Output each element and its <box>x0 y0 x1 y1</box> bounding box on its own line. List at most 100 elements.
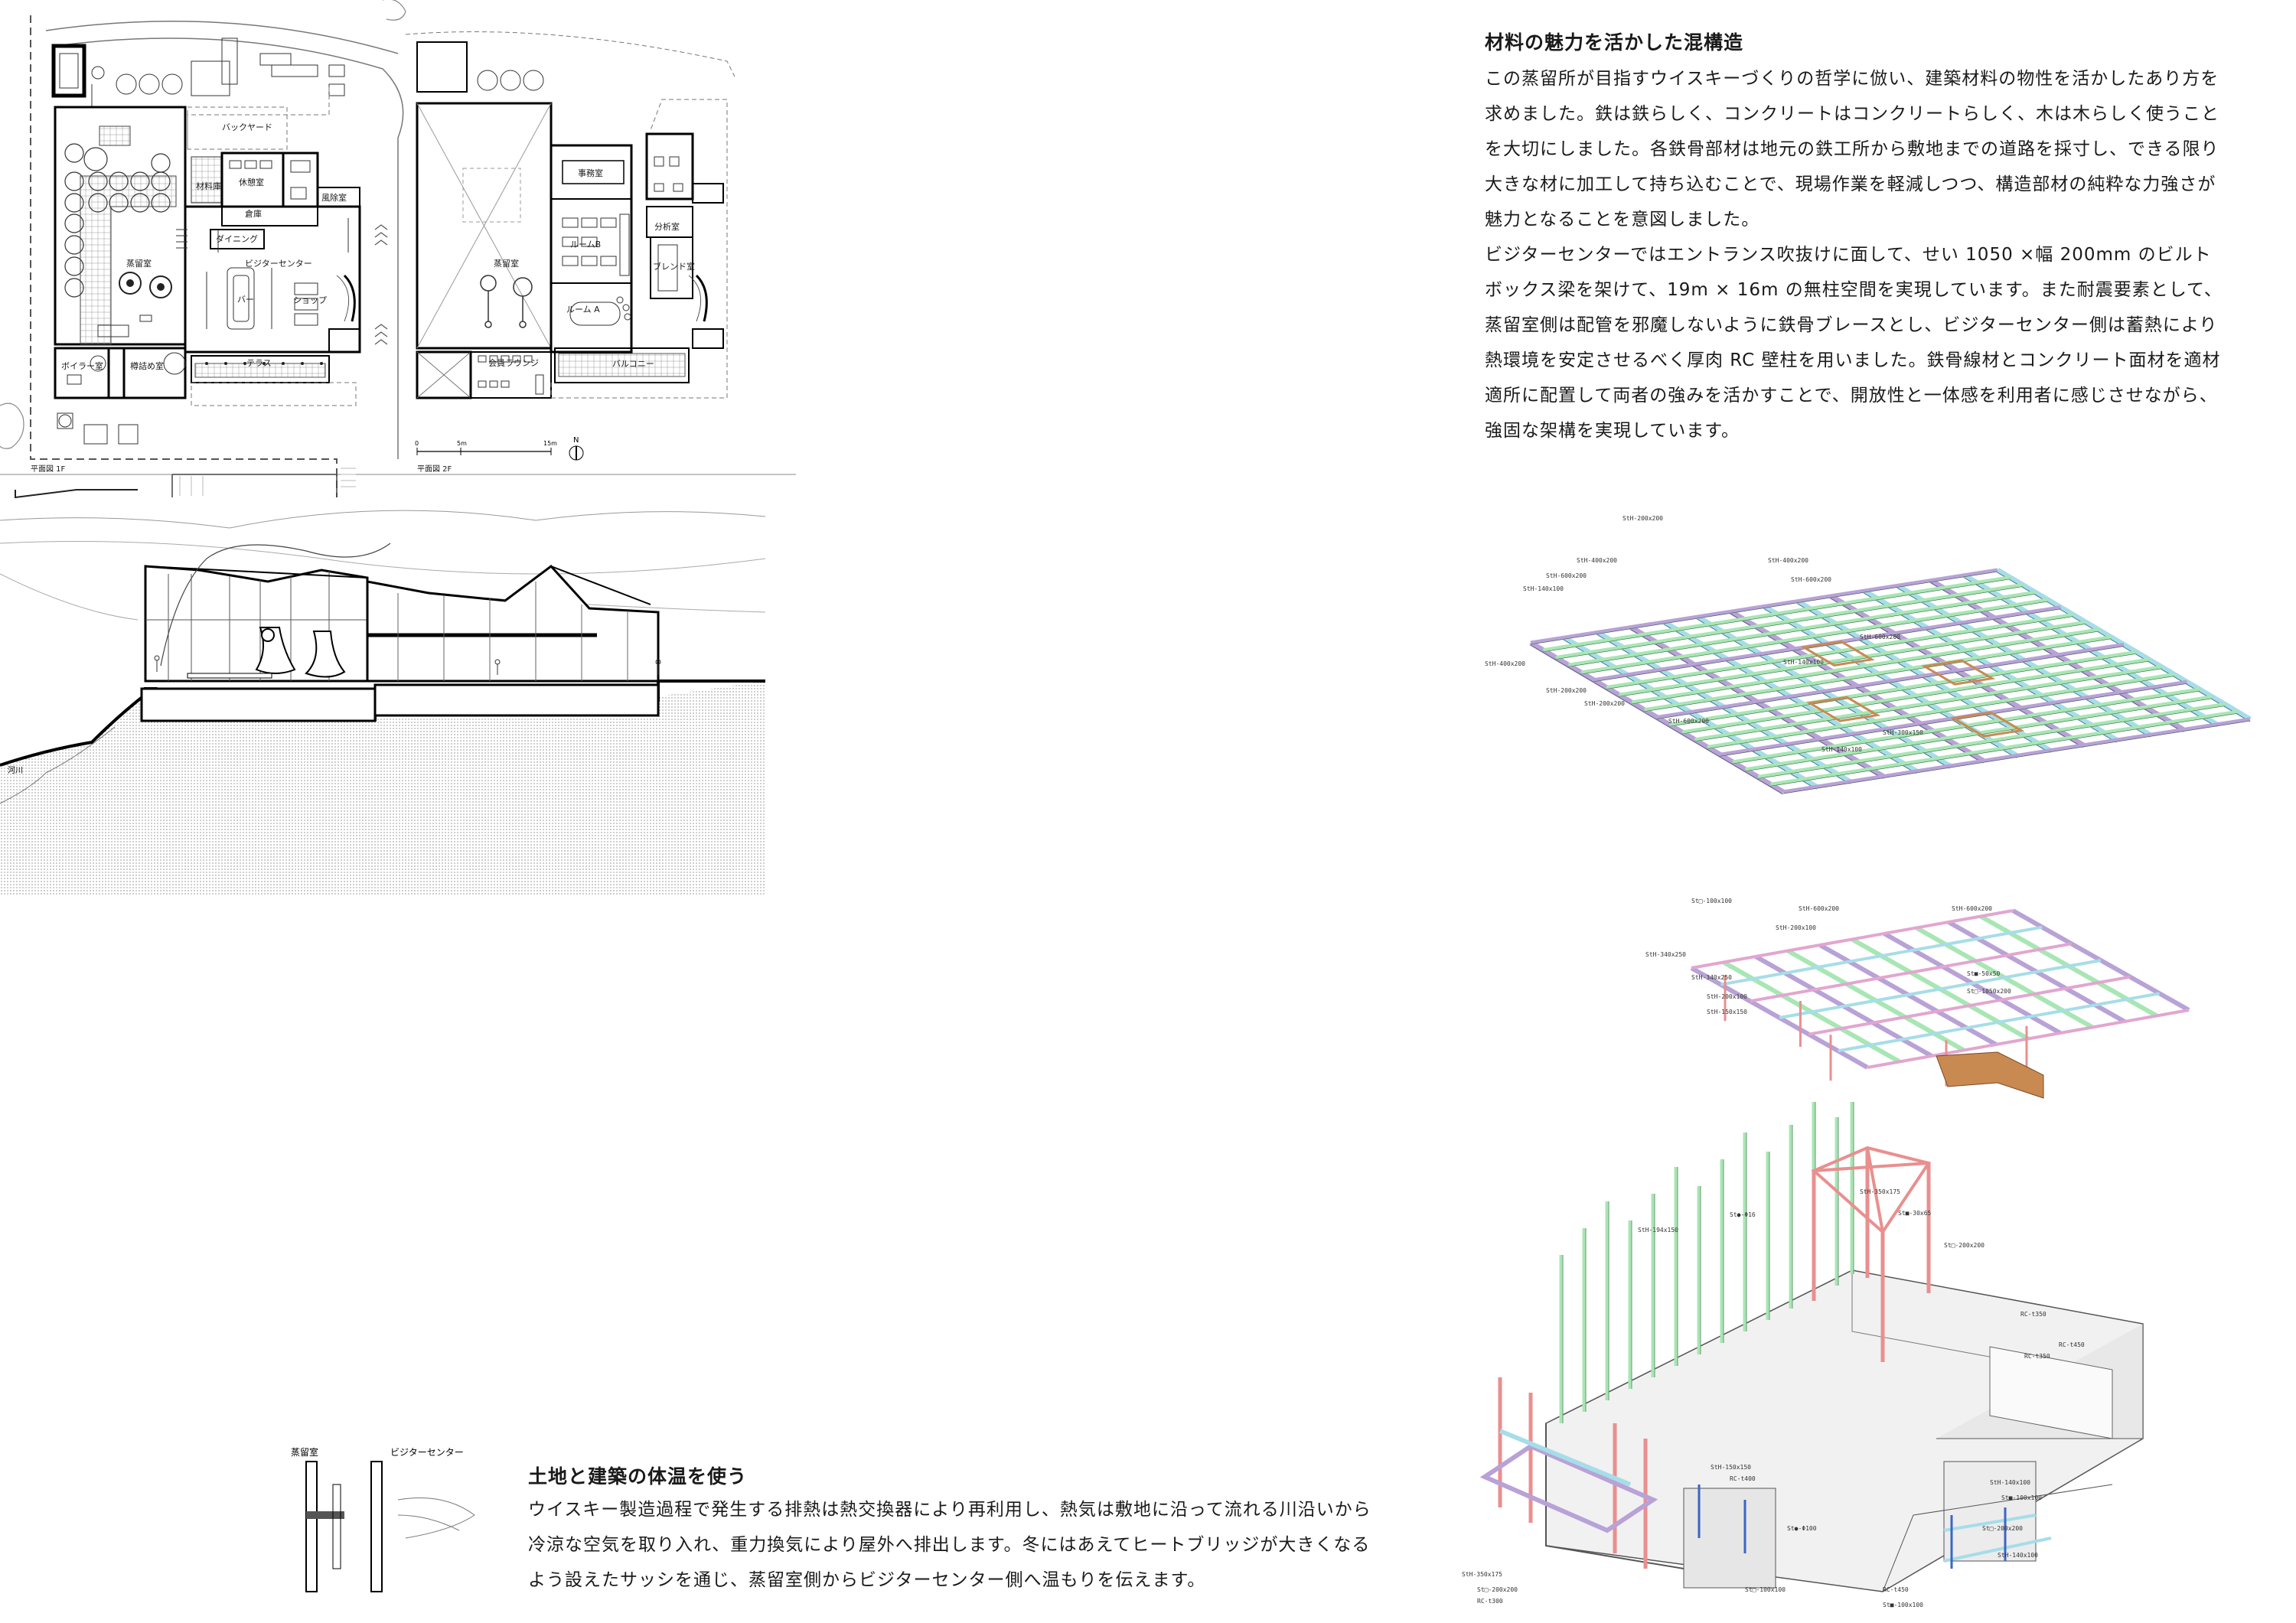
roof-joist <box>1580 598 2049 675</box>
room-label-distillation-2f: 蒸留室 <box>494 258 519 269</box>
wall-detail: 蒸留室 ビジターセンター <box>276 1439 520 1599</box>
svg-text:0: 0 <box>415 440 419 447</box>
frame-member-label: StH-350x175 <box>1860 1188 1900 1195</box>
room-label-windbreak: 風除室 <box>321 192 347 203</box>
frame-member-label: St■-100x100 <box>1883 1602 1923 1608</box>
svg-text:N: N <box>573 436 579 445</box>
floor-member-label: StH-200x100 <box>1707 993 1747 1000</box>
floor-member-label: StH-150x150 <box>1707 1009 1747 1015</box>
frame-member-label: StH-140x100 <box>1998 1552 2038 1559</box>
room-label-bar: バー <box>237 295 254 305</box>
room-label-backyard: バックヤード <box>222 122 272 132</box>
frame-member-label: St●-Φ100 <box>1787 1525 1817 1532</box>
roof-joist <box>1606 613 2074 689</box>
floor-joist <box>1779 959 2102 1019</box>
floor-member-label: StH-340x250 <box>1645 951 1686 958</box>
plan-caption-2f: 平面図 2F <box>417 464 452 474</box>
skylight-frame <box>1950 711 2025 738</box>
svg-text:5m: 5m <box>457 440 467 447</box>
floor-joist <box>1838 992 2161 1053</box>
roof-joist <box>1631 627 2099 705</box>
skylight-frame <box>1806 696 1881 722</box>
room-label-cask: 樽詰め室 <box>130 360 164 371</box>
frame-member-label: RC-t450 <box>2059 1341 2085 1348</box>
north-arrow-icon: N <box>569 436 584 461</box>
section-perspective: 河川 <box>0 510 765 895</box>
frame-member-label: RC-t300 <box>1477 1598 1503 1605</box>
room-label-storage: 倉庫 <box>245 208 262 219</box>
structure-line: 求めました。鉄は鉄らしく、コンクリートはコンクリートらしく、木は木らしく使うこと <box>1485 104 2219 124</box>
section-line: よう設えたサッシを通じ、蒸留室側からビジターセンター側へ温もりを伝えます。 <box>528 1570 1206 1590</box>
roof-joist <box>1644 635 2112 712</box>
section-line: 冷涼な空気を取り入れ、重力換気により屋外へ排出します。冬にはあえてヒートブリッジ… <box>528 1535 1371 1555</box>
roof-member-label: StH-140x100 <box>1783 659 1824 666</box>
roof-joist <box>1543 575 2011 653</box>
roof-member-label: StH-200x200 <box>1546 687 1587 694</box>
skylight-frame <box>1800 640 1875 666</box>
floor-member-label: StH-600x200 <box>1799 905 1839 912</box>
room-label-terrace: テラス <box>246 358 272 368</box>
roof-joist <box>1681 657 2150 735</box>
structure-line: 魅力となることを意図しました。 <box>1485 210 1760 230</box>
roof-member-label: StH-600x200 <box>1546 572 1587 579</box>
roof-joist <box>1555 583 2024 660</box>
tree-icon <box>0 402 24 449</box>
room-label-room-b: ルームB <box>570 240 601 249</box>
floor-member-label: StH-340x250 <box>1691 974 1732 981</box>
structure-line: を大切にしました。各鉄骨部材は地元の鉄工所から敷地までの道路を採寸し、できる限り <box>1485 139 2219 159</box>
frame-member-label: RC-t350 <box>2024 1353 2050 1360</box>
skylight-frame <box>1921 659 1996 686</box>
structure-heading: 材料の魅力を活かした混構造 <box>1485 31 1744 54</box>
roof-joist <box>1757 702 2226 779</box>
section-text-block: 土地と建築の体温を使う ウイスキー製造過程で発生する排熱は熱交換器により再利用し… <box>528 1462 1446 1598</box>
room-label-office: 事務室 <box>578 168 603 178</box>
frame-member-label: St●-Φ16 <box>1730 1211 1756 1218</box>
roof-joist <box>1568 590 2036 667</box>
structure-text-block: 材料の魅力を活かした混構造 この蒸留所が目指すウイスキーづくりの哲学に倣い、建築… <box>1485 28 2281 448</box>
structure-line: 蒸留室側は配管を邪魔しないように鉄骨ブレースとし、ビジターセンター側は蓄熱により <box>1485 315 2218 335</box>
axo-floor-structure: StH-600x200StH-200x100St□-100x100StH-340… <box>1645 898 2190 1099</box>
structure-line: 適所に配置して両者の強みを活かすことで、開放性と一体感を利用者に感じさせながら、 <box>1485 386 2218 406</box>
room-label-analysis: 分析室 <box>654 221 680 232</box>
brace-frame <box>1811 1146 1932 1235</box>
room-label-balcony: バルコニー <box>612 359 654 369</box>
room-label-dining: ダイニング <box>216 233 258 244</box>
section-heading: 土地と建築の体温を使う <box>528 1465 748 1488</box>
structure-line: 熱環境を安定させるべく厚肉 RC 壁柱を用いました。鉄骨線材とコンクリート面材を… <box>1485 350 2221 370</box>
structure-line: ボックス梁を架けて、19m × 16m の無柱空間を実現しています。また耐震要素… <box>1485 280 2223 300</box>
roof-joist <box>1656 643 2125 719</box>
axo-roof-structure: StH-200x200StH-400x200StH-600x200StH-140… <box>1485 515 2252 795</box>
roof-joist <box>1669 650 2137 727</box>
structure-line: 強固な架構を実現しています。 <box>1485 421 1740 441</box>
room-label-visitor-center: ビジターセンター <box>245 259 312 269</box>
room-label-room-a: ルーム A <box>566 305 600 314</box>
frame-member-label: St■-30x65 <box>1898 1210 1932 1217</box>
frame-member-label: St□-200x200 <box>1982 1525 2023 1532</box>
section-line: ウイスキー製造過程で発生する排熱は熱交換器により再利用し、熱気は敷地に沿って流れ… <box>528 1500 1371 1520</box>
roof-member-label: StH-140x100 <box>1523 585 1564 592</box>
room-label-shop: ショップ <box>293 295 327 305</box>
floor-member-label: StH-200x100 <box>1776 924 1816 931</box>
roof-joist <box>1770 709 2238 787</box>
roof-joist <box>1619 620 2086 697</box>
floor-joist <box>1867 1009 2190 1069</box>
floor-member-label: StH-600x200 <box>1952 905 1992 912</box>
frame-member-label: RC-t450 <box>1883 1586 1909 1593</box>
roof-member-label: StH-140x100 <box>1821 746 1862 753</box>
room-label-lounge: 会員ラウンジ <box>488 358 539 368</box>
roof-member-label: StH-600x200 <box>1860 634 1900 640</box>
frame-member-label: St□-100x100 <box>1745 1586 1786 1593</box>
floor-plan-2f: 蒸留室 事務室 分析室 ルームB ブレンド室 ルーム A 会員ラウンジ バルコニ… <box>405 31 735 474</box>
frame-member-label: StH-150x150 <box>1711 1464 1751 1471</box>
room-label-boiler: ボイラー室 <box>61 360 103 371</box>
roof-member-label: StH-600x200 <box>1791 576 1831 583</box>
frame-member-label: St□-200x200 <box>1944 1242 1985 1249</box>
roof-joist <box>1530 568 1998 645</box>
detail-label-visitor: ビジターセンター <box>390 1447 464 1458</box>
room-label-restroom: 休憩室 <box>239 177 264 187</box>
roof-member-label: StH-400x200 <box>1485 660 1525 667</box>
floor-plan-1f: バックヤード 材料庫 休憩室 倉庫 風除室 ダイニング 蒸留室 ビジターセンター… <box>0 0 796 499</box>
floor-joist <box>1720 925 2043 986</box>
structure-line: この蒸留所が目指すウイスキーづくりの哲学に倣い、建築材料の物性を活かしたあり方を <box>1485 69 2219 89</box>
